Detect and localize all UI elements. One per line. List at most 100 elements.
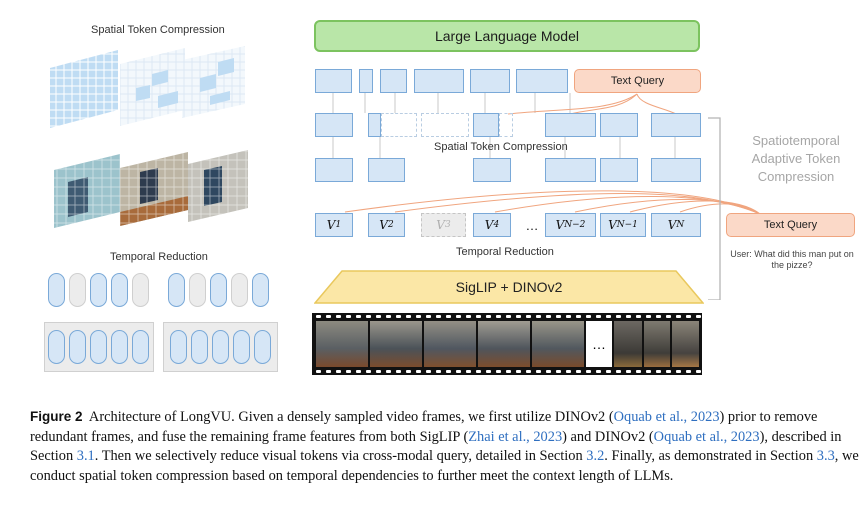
film-ellipsis: … — [586, 321, 612, 367]
connector-lines — [332, 93, 761, 300]
film-hole — [616, 370, 621, 373]
pill — [132, 273, 149, 307]
pill — [69, 273, 86, 307]
film-hole — [496, 315, 501, 318]
film-hole — [326, 370, 331, 373]
film-hole — [656, 370, 661, 373]
film-hole — [356, 315, 361, 318]
token — [473, 158, 511, 182]
film-hole — [426, 315, 431, 318]
temporal-pills-row-1 — [48, 273, 278, 309]
film-hole — [666, 315, 671, 318]
section-ref-link[interactable]: 3.3 — [816, 448, 835, 464]
text-query-top: Text Query — [574, 69, 701, 93]
pill — [132, 330, 149, 364]
film-hole — [646, 315, 651, 318]
film-hole — [376, 370, 381, 373]
token — [368, 158, 405, 182]
pill — [168, 273, 185, 307]
film-hole — [626, 370, 631, 373]
pill — [252, 273, 269, 307]
token — [651, 158, 701, 182]
citation-link[interactable]: Zhai et al., 2023 — [468, 428, 563, 445]
film-hole — [646, 370, 651, 373]
video-frames-illustration — [54, 150, 248, 228]
spatial-compression-label: Spatial Token Compression — [434, 141, 568, 153]
film-hole — [686, 370, 691, 373]
token-placeholder — [499, 113, 513, 137]
caption-text: ) prior to remove redundant frames, and … — [30, 409, 818, 445]
citation-link[interactable]: Oquab et al., 2023 — [613, 409, 720, 425]
pill — [90, 273, 107, 307]
caption-text: Architecture of LongVU. Given a densely … — [88, 409, 614, 425]
video-frame — [614, 321, 642, 367]
spatial-grid-illustration — [50, 46, 245, 128]
figure-label: Figure 2 — [30, 409, 83, 424]
film-hole — [316, 315, 321, 318]
film-hole — [436, 315, 441, 318]
temporal-pills-row-2 — [48, 330, 278, 366]
token — [315, 69, 352, 93]
citation-link[interactable]: Oquab et al., 2023 — [653, 428, 760, 445]
caption-text: ) and DINOv2 ( — [562, 428, 654, 445]
pill — [170, 330, 187, 364]
film-hole — [386, 370, 391, 373]
section-ref-link[interactable]: 3.1 — [76, 448, 95, 464]
token — [470, 69, 510, 93]
temporal-reduction-title: Temporal Reduction — [110, 251, 208, 263]
pill — [90, 330, 107, 364]
film-hole — [366, 370, 371, 373]
film-hole — [546, 315, 551, 318]
token-placeholder — [421, 113, 469, 137]
pill — [189, 273, 206, 307]
video-frame — [478, 321, 530, 367]
film-hole — [636, 315, 641, 318]
film-hole — [526, 315, 531, 318]
film-hole — [406, 370, 411, 373]
pill — [48, 273, 65, 307]
token — [315, 158, 353, 182]
text-query-right: Text Query — [726, 213, 855, 237]
token — [380, 69, 407, 93]
film-hole — [656, 315, 661, 318]
token — [600, 113, 638, 137]
token — [600, 158, 638, 182]
film-hole — [616, 315, 621, 318]
film-hole — [316, 370, 321, 373]
video-frame — [424, 321, 476, 367]
film-hole — [346, 370, 351, 373]
video-film-strip: … — [312, 313, 702, 375]
film-hole — [466, 370, 471, 373]
token — [414, 69, 464, 93]
token — [651, 113, 701, 137]
pill — [254, 330, 271, 364]
pill — [231, 273, 248, 307]
spatiotemporal-label: Spatiotemporal Adaptive Token Compressio… — [734, 132, 858, 186]
film-hole — [516, 315, 521, 318]
film-hole — [396, 315, 401, 318]
film-hole — [506, 370, 511, 373]
film-hole — [466, 315, 471, 318]
film-hole — [676, 370, 681, 373]
pill — [233, 330, 250, 364]
film-hole — [546, 370, 551, 373]
caption-text: ), described in Section — [30, 428, 842, 465]
token — [516, 69, 568, 93]
video-frame — [532, 321, 584, 367]
section-ref-link[interactable]: 3.2 — [586, 448, 605, 464]
pill — [210, 273, 227, 307]
token — [315, 113, 353, 137]
figure-caption: Figure 2 Architecture of LongVU. Given a… — [30, 407, 860, 486]
film-hole — [366, 315, 371, 318]
token — [368, 113, 381, 137]
film-hole — [336, 370, 341, 373]
film-hole — [606, 315, 611, 318]
pill — [69, 330, 86, 364]
user-query: User: What did this man put on the pizze… — [730, 249, 854, 270]
encoder-block: SigLIP + DINOv2 — [314, 270, 704, 304]
film-hole — [536, 315, 541, 318]
